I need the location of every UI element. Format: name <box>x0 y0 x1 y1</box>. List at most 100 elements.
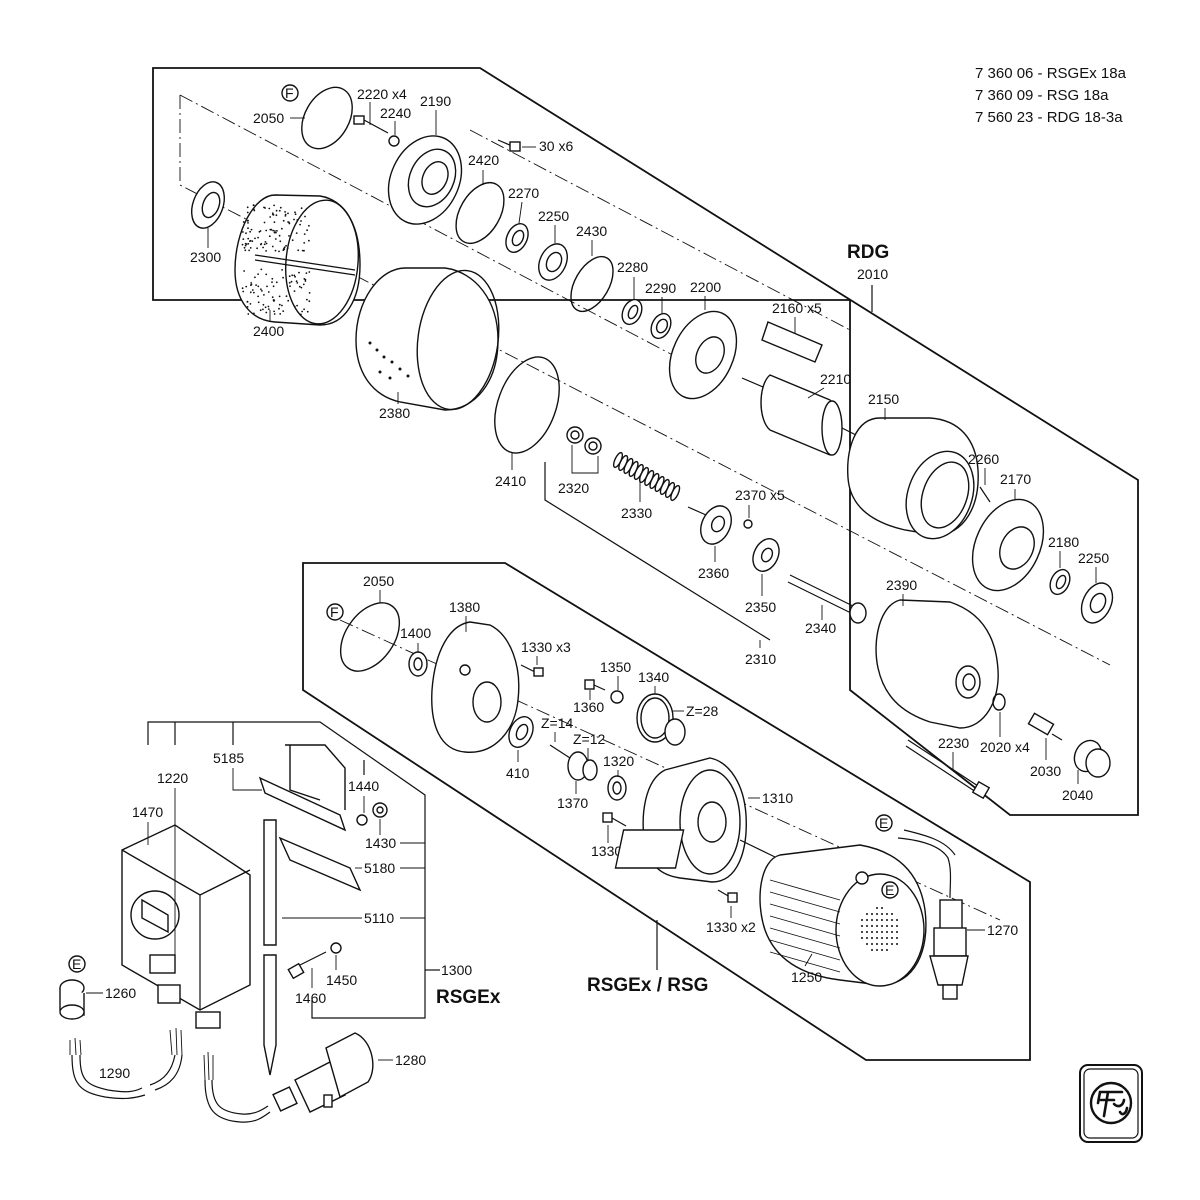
group-title-rdg: RDG <box>847 242 889 263</box>
label-2390: 2390 <box>886 577 917 593</box>
seal-2290 <box>650 312 672 340</box>
label-2300: 2300 <box>190 249 221 265</box>
label-1320: 1320 <box>603 753 634 769</box>
bracket-2310 <box>544 462 771 641</box>
pinion-1370 <box>549 744 598 781</box>
plate-5180 <box>278 836 362 892</box>
label-2050: 2050 <box>253 110 284 126</box>
label-1270: 1270 <box>987 922 1018 938</box>
label-2190: 2190 <box>420 93 451 109</box>
perforation-pattern <box>241 204 311 316</box>
label-2400: 2400 <box>253 323 284 339</box>
motor-cooling-fins <box>769 879 841 973</box>
model-rsg: 7 360 09 - RSG 18a <box>975 87 1109 104</box>
label-1280: 1280 <box>395 1052 426 1068</box>
ring-2370 <box>743 519 753 529</box>
label-2430: 2430 <box>576 223 607 239</box>
label-5180: 5180 <box>364 860 395 876</box>
label-2320: 2320 <box>558 480 589 496</box>
label-1350: 1350 <box>600 659 631 675</box>
label-2330: 2330 <box>621 505 652 521</box>
filter-sleeve-2400 <box>234 194 361 326</box>
label-2210: 2210 <box>820 371 851 387</box>
e-marker-label: E <box>879 815 888 831</box>
label-2220: 2220 x4 <box>357 86 407 102</box>
screw-1460 <box>287 951 327 980</box>
label-2230: 2230 <box>938 735 969 751</box>
gland-1260 <box>59 979 85 1020</box>
label-1460: 1460 <box>295 990 326 1006</box>
screw-1330-a <box>520 664 544 677</box>
washer-2350 <box>752 538 780 572</box>
label-2370: 2370 x5 <box>735 487 785 503</box>
label-2270: 2270 <box>508 185 539 201</box>
cable-motor <box>897 837 952 899</box>
label-1450: 1450 <box>326 972 357 988</box>
nut-1430 <box>372 802 388 818</box>
label-2030: 2030 <box>1030 763 1061 779</box>
rsg-frame <box>302 562 1031 1061</box>
label-5185: 5185 <box>213 750 244 766</box>
model-rdg: 7 560 23 - RDG 18-3a <box>975 109 1123 126</box>
seal-2270 <box>505 223 529 253</box>
label-2160: 2160 x5 <box>772 300 822 316</box>
label-2170: 2170 <box>1000 471 1031 487</box>
f-marker-label: F <box>285 85 294 101</box>
seal-2280 <box>621 298 643 326</box>
seal-1400 <box>408 651 428 677</box>
plug-1280 <box>272 1032 374 1113</box>
label-2020: 2020 x4 <box>980 739 1030 755</box>
spring-2330 <box>612 451 681 502</box>
label-2040: 2040 <box>1062 787 1093 803</box>
label-2350: 2350 <box>745 599 776 615</box>
o-ring-2050-lower <box>339 602 401 672</box>
gear-1340 <box>636 693 686 746</box>
label-1400: 1400 <box>400 625 431 641</box>
label-2050-lower: 2050 <box>363 573 394 589</box>
bearing-plate-2170 <box>971 498 1045 592</box>
label-2240: 2240 <box>380 105 411 121</box>
screw-2220 <box>353 115 389 134</box>
o-ring-2420 <box>455 182 505 244</box>
label-1220: 1220 <box>157 770 188 786</box>
bolt-2360 <box>687 505 732 545</box>
label-1470: 1470 <box>132 804 163 820</box>
cap-2040 <box>1073 739 1111 778</box>
o-ring-2050 <box>301 86 353 150</box>
label-1340: 1340 <box>638 669 669 685</box>
cable-gland <box>855 871 869 885</box>
clamp-5185 <box>258 744 347 832</box>
screw-1360 <box>584 679 606 691</box>
cover-2390 <box>875 599 999 729</box>
group-number-rdg: 2010 <box>857 266 888 282</box>
label-1330-x2: 1330 x2 <box>706 919 756 935</box>
model-list: 7 360 06 - RSGEx 18a 7 360 09 - RSG 18a … <box>975 65 1127 126</box>
stator-2150 <box>847 417 979 540</box>
housing-tube-2380 <box>355 267 500 411</box>
washer-1350 <box>610 690 624 704</box>
label-2250-lower: 2250 <box>1078 550 1109 566</box>
e-marker-label-3: E <box>72 956 81 972</box>
label-2180: 2180 <box>1048 534 1079 550</box>
label-2360: 2360 <box>698 565 729 581</box>
label-1440: 1440 <box>348 778 379 794</box>
label-2340: 2340 <box>805 620 836 636</box>
motor-1250 <box>614 829 927 987</box>
label-2290: 2290 <box>645 280 676 296</box>
end-shield-2200 <box>668 310 738 400</box>
label-1250: 1250 <box>791 969 822 985</box>
label-2200: 2200 <box>690 279 721 295</box>
housing-holes <box>368 341 410 380</box>
plug-1270 <box>929 899 969 1000</box>
screw-1330-b <box>602 812 627 827</box>
washer-1450 <box>330 942 342 954</box>
seal-ring-2300 <box>190 181 226 229</box>
bearing-2250-lower <box>1080 582 1114 624</box>
axis-line-top <box>179 94 721 381</box>
screw-1330-c <box>717 889 738 903</box>
label-2420: 2420 <box>468 152 499 168</box>
e-marker-label-2: E <box>885 882 894 898</box>
label-1330-x3: 1330 x3 <box>521 639 571 655</box>
washer-2240 <box>388 135 400 147</box>
